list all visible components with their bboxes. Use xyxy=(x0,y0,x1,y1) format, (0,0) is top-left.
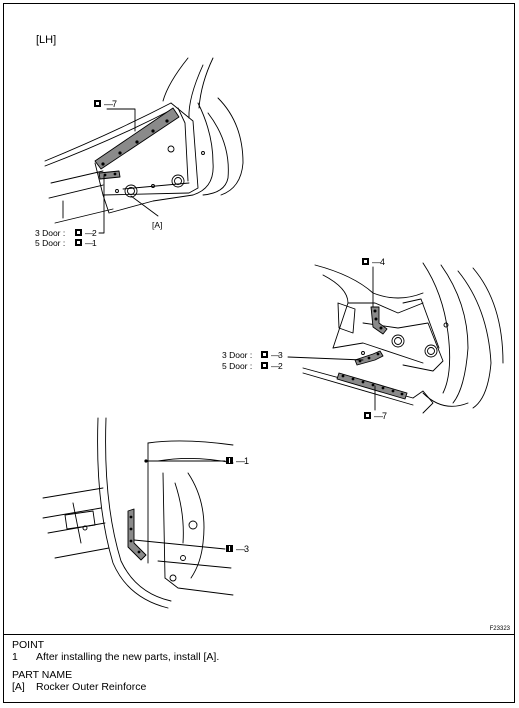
point-item-text: After installing the new parts, install … xyxy=(36,651,220,663)
bottom-bottom-dash: — xyxy=(236,544,245,554)
middle-top-dash: — xyxy=(372,257,381,267)
point-item-number: 1 xyxy=(12,651,18,663)
bottom-top-dash: — xyxy=(236,456,245,466)
part-item: [A] Rocker Outer Reinforce xyxy=(12,681,507,693)
top-view-leader-weld xyxy=(106,108,136,132)
bottom-top-value: 1 xyxy=(244,456,249,466)
middle-view-weld-points xyxy=(341,309,404,396)
top-view-weld-strip xyxy=(94,107,180,170)
top-door5-value: 1 xyxy=(92,238,97,248)
bottom-bottom-value: 3 xyxy=(244,544,249,554)
weld-symbol-center xyxy=(77,241,80,244)
top-door5-label: 5 Door : xyxy=(35,238,65,248)
notes-divider xyxy=(3,634,515,635)
weld-solid-symbol-center xyxy=(229,546,230,551)
middle-door3-dash: — xyxy=(271,350,280,360)
top-door5-dash: — xyxy=(85,238,94,248)
point-heading: POINT xyxy=(12,639,45,651)
top-callout-dash: — xyxy=(104,99,113,109)
middle-door5-dash: — xyxy=(271,361,280,371)
side-label: [LH] xyxy=(36,34,56,46)
repair-diagram: [LH] — 7 3 Door : — 2 5 Door : — 1 [A] —… xyxy=(35,34,511,632)
bottom-view-leader-bottom xyxy=(133,539,226,550)
middle-view-drawing xyxy=(302,262,504,414)
top-door3-dash: — xyxy=(85,228,94,238)
top-view-leader-part xyxy=(130,195,159,217)
bottom-view-drawing xyxy=(42,417,234,609)
part-ref-label: [A] xyxy=(152,220,162,230)
top-view-drawing xyxy=(44,57,244,224)
top-callout-value: 7 xyxy=(112,99,117,109)
weld-symbol-center xyxy=(96,102,99,105)
weld-symbol-center xyxy=(263,353,266,356)
part-item-ref: [A] xyxy=(12,681,25,693)
notes-section: POINT 1 After installing the new parts, … xyxy=(12,639,507,693)
weld-symbol-center xyxy=(366,414,369,417)
weld-symbol-center xyxy=(263,364,266,367)
point-item: 1 After installing the new parts, instal… xyxy=(12,651,507,663)
weld-solid-symbol-center xyxy=(229,458,230,463)
top-view-weld-points xyxy=(101,119,169,177)
middle-bottom-dash: — xyxy=(374,411,383,421)
middle-view-weld-strip xyxy=(336,372,408,400)
part-name-heading: PART NAME xyxy=(12,669,73,681)
top-view-weld-small xyxy=(98,170,121,180)
middle-top-value: 4 xyxy=(380,257,385,267)
middle-bottom-value: 7 xyxy=(382,411,387,421)
middle-door5-value: 2 xyxy=(278,361,283,371)
middle-door5-label: 5 Door : xyxy=(222,361,252,371)
top-door3-value: 2 xyxy=(92,228,97,238)
page-frame xyxy=(3,3,515,703)
weld-symbol-center xyxy=(364,260,367,263)
middle-door3-value: 3 xyxy=(278,350,283,360)
middle-view-weld-vertical xyxy=(370,306,388,335)
figure-code: F23323 xyxy=(490,626,511,632)
bottom-view-weld-strip xyxy=(127,508,147,561)
middle-door3-label: 3 Door : xyxy=(222,350,252,360)
top-view-leader-door xyxy=(98,175,105,234)
part-item-text: Rocker Outer Reinforce xyxy=(36,681,147,693)
weld-symbol-center xyxy=(77,231,80,234)
top-door3-label: 3 Door : xyxy=(35,228,65,238)
middle-view-leader-door xyxy=(287,356,364,361)
